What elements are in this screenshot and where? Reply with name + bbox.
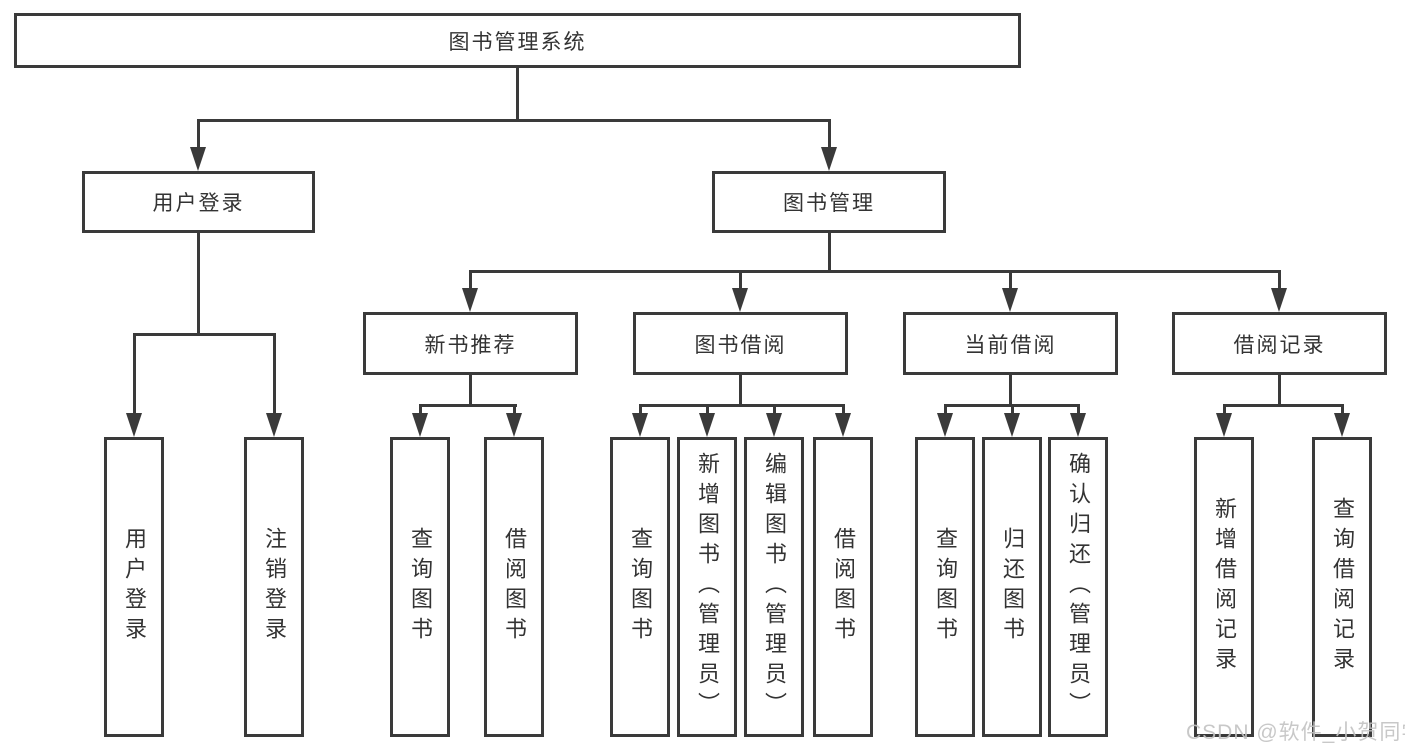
connector-user-login-drop-1 <box>133 333 136 418</box>
leaf-add-borrow-record-label: 新增借阅记录 <box>1212 497 1237 677</box>
node-new-book-recommend-label: 新书推荐 <box>424 333 517 357</box>
leaf-query-books-3: 查询图书 <box>915 437 975 737</box>
node-current-borrow: 当前借阅 <box>903 312 1118 375</box>
connector-g1-stem <box>739 375 742 407</box>
connector-root-drop-right <box>828 119 831 151</box>
arrow-down-icon <box>506 413 522 437</box>
connector-g2-drop-1 <box>944 404 947 418</box>
connector-g0-bus <box>419 404 517 407</box>
leaf-confirm-return-admin-label: 确认归还（管理员） <box>1066 452 1091 722</box>
connector-book-mgmt-stem <box>828 233 831 272</box>
connector-g3-drop-1 <box>1223 404 1226 418</box>
leaf-add-books-admin-label: 新增图书（管理员） <box>695 452 720 722</box>
arrow-down-icon <box>190 147 206 171</box>
connector-book-mgmt-drop-1 <box>469 270 472 292</box>
node-borrow-records-label: 借阅记录 <box>1233 333 1326 357</box>
connector-g3-stem <box>1278 375 1281 407</box>
node-user-login-label: 用户登录 <box>152 192 245 215</box>
arrow-down-icon <box>766 413 782 437</box>
watermark-text: CSDN @软件_小贺同学 <box>1186 721 1405 744</box>
connector-user-login-stem <box>197 233 200 335</box>
arrow-down-icon <box>937 413 953 437</box>
leaf-logout-label: 注销登录 <box>262 527 287 647</box>
connector-g1-bus <box>639 404 844 407</box>
arrow-down-icon <box>699 413 715 437</box>
arrow-down-icon <box>1216 413 1232 437</box>
leaf-borrow-books-2-label: 借阅图书 <box>831 527 856 647</box>
leaf-borrow-books-1-label: 借阅图书 <box>502 527 527 647</box>
leaf-return-books-label: 归还图书 <box>1000 527 1025 647</box>
connector-root-drop-left <box>197 119 200 151</box>
arrow-down-icon <box>1334 413 1350 437</box>
leaf-query-books-1-label: 查询图书 <box>408 527 433 647</box>
leaf-add-borrow-record: 新增借阅记录 <box>1194 437 1254 737</box>
arrow-down-icon <box>462 288 478 312</box>
node-book-management: 图书管理 <box>712 171 946 233</box>
connector-g2-drop-3 <box>1077 404 1080 418</box>
node-new-book-recommend: 新书推荐 <box>363 312 578 375</box>
leaf-edit-books-admin-label: 编辑图书（管理员） <box>762 452 787 722</box>
connector-g3-drop-2 <box>1341 404 1344 418</box>
leaf-query-borrow-record: 查询借阅记录 <box>1312 437 1372 737</box>
connector-book-mgmt-drop-2 <box>739 270 742 292</box>
connector-g0-drop-2 <box>513 404 516 418</box>
node-current-borrow-label: 当前借阅 <box>964 333 1057 357</box>
leaf-edit-books-admin: 编辑图书（管理员） <box>744 437 804 737</box>
connector-book-mgmt-drop-3 <box>1009 270 1012 292</box>
arrow-down-icon <box>1271 288 1287 312</box>
arrow-down-icon <box>632 413 648 437</box>
arrow-down-icon <box>1070 413 1086 437</box>
node-user-login: 用户登录 <box>82 171 315 233</box>
leaf-query-books-3-label: 查询图书 <box>933 527 958 647</box>
connector-book-mgmt-bus <box>469 270 1281 273</box>
leaf-user-login-label: 用户登录 <box>122 527 147 647</box>
node-book-borrow: 图书借阅 <box>633 312 848 375</box>
connector-g1-drop-3 <box>773 404 776 418</box>
arrow-down-icon <box>412 413 428 437</box>
connector-g2-drop-2 <box>1011 404 1014 418</box>
connector-book-mgmt-drop-4 <box>1278 270 1281 292</box>
leaf-borrow-books-1: 借阅图书 <box>484 437 544 737</box>
connector-g0-drop-1 <box>419 404 422 418</box>
leaf-return-books: 归还图书 <box>982 437 1042 737</box>
arrow-down-icon <box>1004 413 1020 437</box>
connector-root-bus <box>197 119 831 122</box>
arrow-down-icon <box>1002 288 1018 312</box>
connector-g1-drop-1 <box>639 404 642 418</box>
arrow-down-icon <box>126 413 142 437</box>
arrow-down-icon <box>732 288 748 312</box>
leaf-borrow-books-2: 借阅图书 <box>813 437 873 737</box>
leaf-query-borrow-record-label: 查询借阅记录 <box>1330 497 1355 677</box>
connector-g3-bus <box>1223 404 1343 407</box>
leaf-logout: 注销登录 <box>244 437 304 737</box>
leaf-confirm-return-admin: 确认归还（管理员） <box>1048 437 1108 737</box>
leaf-query-books-1: 查询图书 <box>390 437 450 737</box>
connector-user-login-bus <box>133 333 276 336</box>
node-root-label: 图书管理系统 <box>448 30 587 54</box>
node-root: 图书管理系统 <box>14 13 1021 68</box>
connector-g1-drop-4 <box>842 404 845 418</box>
arrow-down-icon <box>835 413 851 437</box>
connector-g1-drop-2 <box>706 404 709 418</box>
arrow-down-icon <box>266 413 282 437</box>
leaf-user-login: 用户登录 <box>104 437 164 737</box>
arrow-down-icon <box>821 147 837 171</box>
connector-g0-stem <box>469 375 472 407</box>
node-book-borrow-label: 图书借阅 <box>694 333 787 357</box>
leaf-add-books-admin: 新增图书（管理员） <box>677 437 737 737</box>
leaf-query-books-2: 查询图书 <box>610 437 670 737</box>
connector-user-login-drop-2 <box>273 333 276 418</box>
node-borrow-records: 借阅记录 <box>1172 312 1387 375</box>
leaf-query-books-2-label: 查询图书 <box>628 527 653 647</box>
connector-g2-stem <box>1009 375 1012 407</box>
connector-root-stem <box>516 68 519 121</box>
node-book-management-label: 图书管理 <box>783 192 875 215</box>
